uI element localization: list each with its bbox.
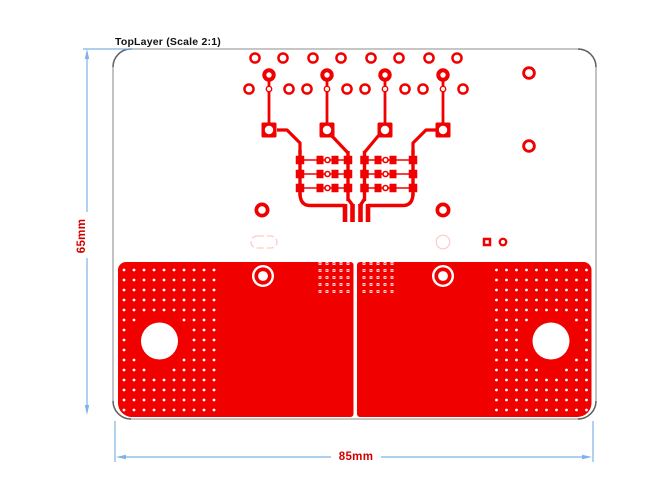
dimension-width-label: 85mm <box>338 451 374 463</box>
dimension-height-label: 65mm <box>76 218 88 254</box>
layer-title: TopLayer (Scale 2:1) <box>115 36 221 48</box>
